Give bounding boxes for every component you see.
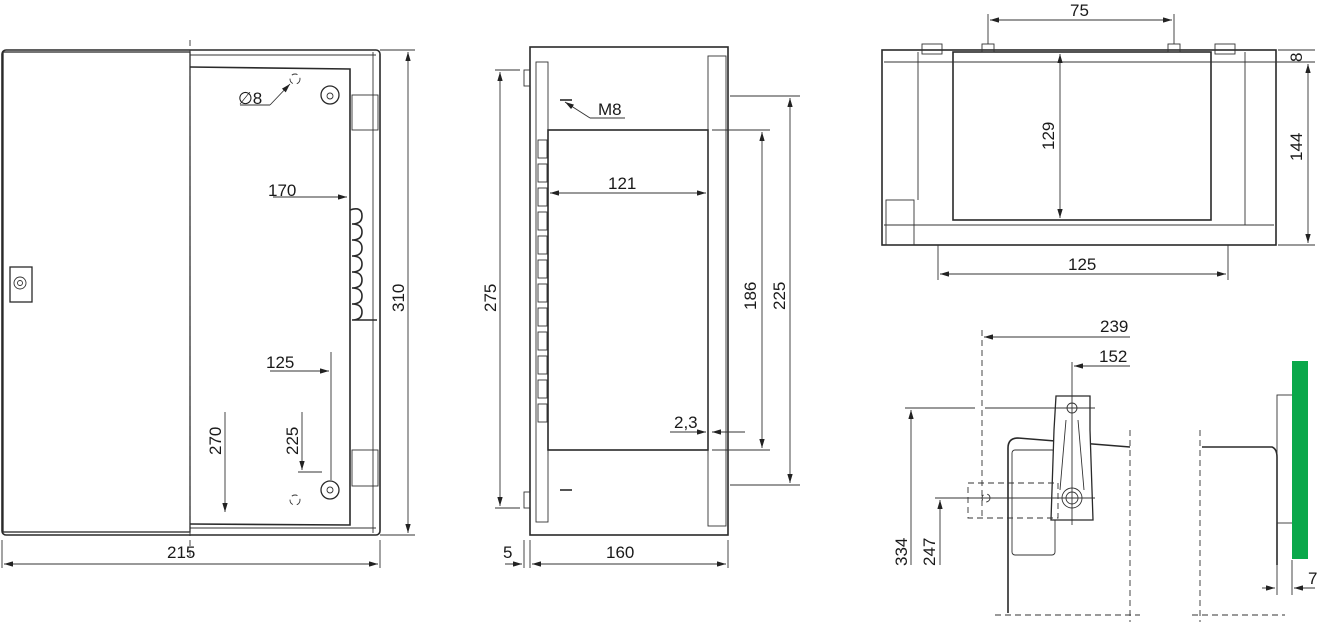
leader-arrow (564, 101, 591, 119)
handle-view: 239 152 334 247 7 (892, 317, 1317, 622)
leader-arrow (269, 83, 291, 106)
dim-75: 75 (1070, 1, 1089, 20)
dim-275: 275 (481, 284, 500, 312)
side-view: M8 121 275 186 225 2,3 5 160 (481, 46, 800, 568)
dim-7: 7 (1308, 569, 1317, 588)
hole-diameter-label: ∅8 (238, 89, 262, 108)
dim-186: 186 (741, 282, 760, 310)
vent-slots (537, 139, 548, 423)
dim-2-3: 2,3 (674, 413, 698, 432)
side-profile (1202, 446, 1278, 565)
top-outline (881, 49, 1277, 246)
dim-121: 121 (608, 174, 636, 193)
cable-entry (349, 208, 377, 321)
lock-icon (9, 266, 33, 303)
dim-310: 310 (389, 284, 408, 312)
hinge-block (885, 199, 915, 246)
handle-open-ghost (967, 482, 1059, 519)
mounting-hole-bottom (320, 480, 340, 500)
top-view: 75 129 144 8 125 (881, 1, 1315, 280)
dim-5: 5 (503, 543, 512, 562)
front-view: ∅8 170 125 270 225 310 215 (1, 40, 415, 568)
dim-125: 125 (266, 353, 294, 372)
lock-keyhole (17, 280, 23, 286)
handle-base (1011, 449, 1056, 556)
mounting-hole-top (320, 85, 340, 105)
dim-152: 152 (1099, 347, 1127, 366)
back-plate (189, 66, 351, 526)
dim-270: 270 (206, 427, 225, 455)
highlight-bar (1292, 361, 1308, 559)
dim-215: 215 (167, 543, 195, 562)
hinge-top (523, 69, 531, 87)
enclosure-outline (1, 49, 381, 536)
lock-ring (13, 276, 27, 290)
dim-125-top: 125 (1068, 255, 1096, 274)
hinge-bottom (523, 491, 531, 509)
dim-225-side: 225 (770, 282, 789, 310)
dim-8: 8 (1287, 53, 1306, 62)
top-plate (952, 51, 1212, 221)
dim-334: 334 (892, 538, 911, 566)
side-outline (529, 46, 729, 536)
dim-247: 247 (920, 538, 939, 566)
mounting-hole-top-center (326, 92, 334, 100)
dim-170: 170 (268, 181, 296, 200)
hinge-top (351, 94, 379, 131)
dim-160: 160 (606, 543, 634, 562)
dim-225: 225 (283, 427, 302, 455)
door-panel (2, 51, 191, 533)
hidden-hole-bottom (289, 494, 301, 506)
handle-side-profile (1276, 394, 1294, 524)
thread-label: M8 (598, 100, 622, 119)
hidden-hole-top (289, 73, 301, 85)
hinge-bottom (351, 449, 379, 487)
lug-left (921, 43, 943, 55)
dim-129: 129 (1039, 122, 1058, 150)
mounting-hole-bottom-center (326, 486, 334, 494)
dim-239: 239 (1100, 317, 1128, 336)
back-wall (707, 55, 727, 527)
dim-144: 144 (1287, 133, 1306, 161)
handle-ribs (1059, 419, 1085, 491)
enclosure-corner (1007, 437, 1131, 613)
lug-right (1214, 43, 1236, 55)
